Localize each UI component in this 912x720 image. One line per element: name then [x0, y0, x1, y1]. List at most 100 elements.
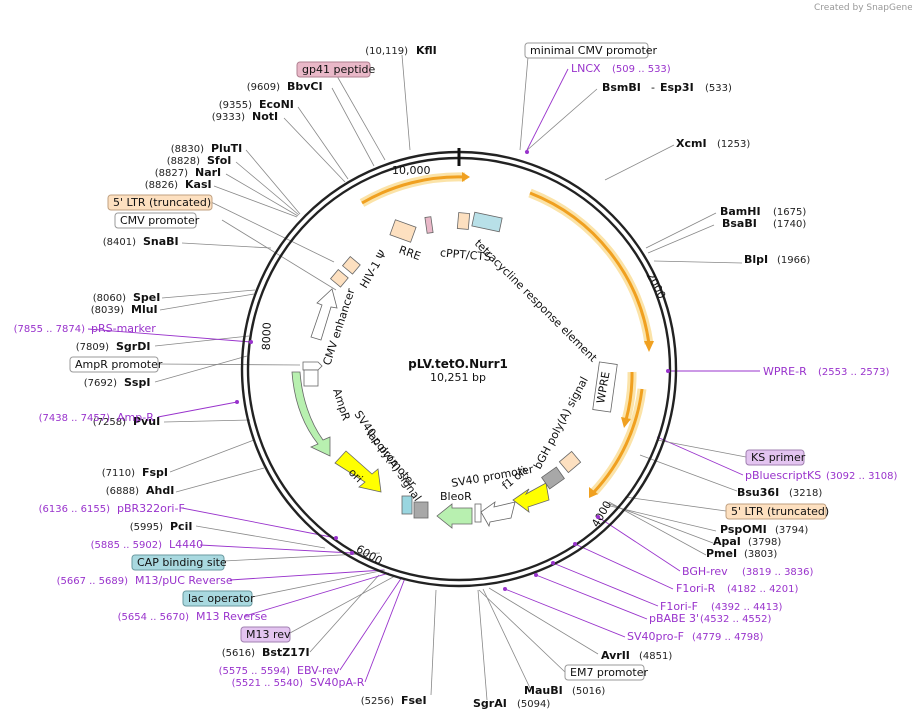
tick-label-2000: 2000 — [644, 270, 669, 301]
svg-text:(7258): (7258) — [93, 417, 126, 428]
site-labels-right: SgrAI(5094) MauBI (5016) AvrII(4851) PmeI… — [473, 81, 822, 710]
ampr-promoter-box — [303, 369, 319, 387]
svg-text:(1675): (1675) — [773, 207, 806, 218]
site-bamhi: BamHI(1675) — [720, 205, 806, 218]
svg-text:(8060): (8060) — [93, 293, 126, 304]
tre-box — [471, 211, 503, 233]
site-bsabi: BsaBI(1740) — [722, 217, 806, 230]
sv40-promoter-arrow — [480, 501, 516, 528]
rre-box — [389, 219, 417, 243]
rre-label: RRE — [397, 243, 422, 263]
svg-text:EcoNI: EcoNI — [259, 98, 294, 111]
site-sgrai: SgrAI(5094) — [473, 697, 550, 710]
ori-arrow — [334, 450, 382, 493]
svg-text:pBABE 3': pBABE 3' — [649, 612, 699, 625]
boxed-cap-site: CAP binding site — [137, 556, 227, 569]
svg-text:SgrAI: SgrAI — [473, 697, 507, 710]
svg-text:PspOMI: PspOMI — [720, 523, 767, 536]
primer-f1ori-r: F1ori-R(4182 .. 4201) — [676, 582, 799, 595]
svg-text:FseI: FseI — [401, 694, 427, 707]
svg-text:(8039): (8039) — [91, 305, 124, 316]
boxed-cmv-promoter: CMV promoter — [120, 214, 200, 227]
ltr-right-box — [558, 450, 582, 474]
tick-label-6000: 6000 — [354, 542, 385, 567]
svg-text:BbvCI: BbvCI — [287, 80, 323, 93]
site-snabi: (8401) SnaBI — [103, 235, 179, 248]
svg-text:(3794): (3794) — [775, 525, 808, 536]
svg-text:(5016): (5016) — [572, 686, 605, 697]
svg-text:ApaI: ApaI — [713, 535, 741, 548]
orange-arcs — [359, 172, 654, 498]
site-avrii: AvrII(4851) — [601, 649, 672, 662]
site-nari: (8827) NarI — [155, 166, 221, 179]
svg-text:-: - — [651, 81, 655, 94]
svg-text:XcmI: XcmI — [676, 137, 707, 150]
primer-bgh-rev: BGH-rev(3819 .. 3836) — [682, 565, 814, 578]
svg-text:MauBI: MauBI — [524, 684, 563, 697]
primer-lncx: LNCX(509 .. 533) — [571, 62, 671, 75]
svg-text:(8826): (8826) — [145, 180, 178, 191]
svg-text:F1ori-F: F1ori-F — [660, 600, 698, 613]
svg-text:(5616): (5616) — [222, 648, 255, 659]
svg-text:SpeI: SpeI — [133, 291, 160, 304]
primer-m13-puc-reverse: (5667 .. 5689) M13/pUC Reverse — [57, 574, 233, 587]
svg-text:SnaBI: SnaBI — [143, 235, 179, 248]
svg-text:(5256): (5256) — [361, 696, 394, 707]
site-mlui: (8039)MluI — [91, 303, 158, 316]
boxed-lac-operator: lac operator — [188, 592, 255, 605]
svg-text:PmeI: PmeI — [706, 547, 737, 560]
svg-text:PvuI: PvuI — [133, 415, 160, 428]
primer-pbluescriptks: pBluescriptKS(3092 .. 3108) — [745, 469, 898, 482]
svg-text:(3798): (3798) — [748, 537, 781, 548]
boxed-ampr-promoter: AmpR promoter — [75, 358, 163, 371]
svg-text:(8828): (8828) — [167, 156, 200, 167]
svg-text:pRS-marker: pRS-marker — [91, 322, 156, 335]
svg-text:(5885 .. 5902): (5885 .. 5902) — [91, 540, 163, 551]
site-kasi: (8826)KasI — [145, 178, 212, 191]
svg-text:(4532 .. 4552): (4532 .. 4552) — [700, 614, 772, 625]
svg-text:(5521 .. 5540): (5521 .. 5540) — [232, 678, 304, 689]
site-pcii: (5995)PciI — [130, 520, 193, 533]
svg-text:(5654 .. 5670): (5654 .. 5670) — [118, 612, 190, 623]
tick-label-10000: 10,000 — [392, 164, 431, 177]
site-pmei: PmeI(3803) — [706, 547, 777, 560]
svg-text:M13/pUC Reverse: M13/pUC Reverse — [135, 574, 233, 587]
site-noti: (9333)NotI — [212, 110, 278, 123]
plasmid-name: pLV.tetO.Nurr1 — [408, 357, 508, 371]
site-kfli: (10,119)KflI — [365, 44, 437, 57]
svg-text:(4182 .. 4201): (4182 .. 4201) — [727, 584, 799, 595]
svg-text:SspI: SspI — [124, 376, 150, 389]
svg-text:(5667 .. 5689): (5667 .. 5689) — [57, 576, 129, 587]
svg-text:(9355): (9355) — [219, 100, 252, 111]
svg-text:(7809): (7809) — [76, 342, 109, 353]
primer-amp-r: (7438 .. 7457)Amp-R — [39, 411, 155, 424]
boxed-5ltr-left: 5' LTR (truncated) — [113, 196, 211, 209]
svg-text:(8401): (8401) — [103, 237, 136, 248]
ltr-small-box — [329, 268, 349, 288]
primer-leaders — [87, 68, 760, 683]
svg-text:BGH-rev: BGH-rev — [682, 565, 728, 578]
site-fsei: (5256) FseI — [361, 694, 427, 707]
svg-text:(5995): (5995) — [130, 522, 163, 533]
site-bstz17i: (5616)BstZ17I — [222, 646, 310, 659]
feature-glyphs — [291, 211, 618, 529]
site-spei: (8060) SpeI — [93, 291, 161, 304]
svg-text:(8827): (8827) — [155, 168, 188, 179]
svg-text:Bsu36I: Bsu36I — [737, 486, 779, 499]
svg-text:SV40pA-R: SV40pA-R — [310, 676, 365, 689]
boxed-em7: EM7 promoter — [570, 666, 648, 679]
primer-pbr322ori-f: (6136 .. 6155)pBR322ori-F — [39, 502, 185, 515]
wpre-label: WPRE — [594, 371, 612, 405]
svg-text:NotI: NotI — [252, 110, 278, 123]
primer-pbabe3: pBABE 3'(4532 .. 4552) — [649, 612, 772, 625]
bleor-arrow — [436, 503, 473, 529]
primer-m13-reverse: (5654 .. 5670)M13 Reverse — [118, 610, 268, 623]
svg-text:(6888): (6888) — [106, 486, 139, 497]
svg-text:(509 .. 533): (509 .. 533) — [612, 64, 671, 75]
svg-text:NarI: NarI — [195, 166, 221, 179]
svg-text:SV40pro-F: SV40pro-F — [627, 630, 684, 643]
psi-box — [341, 255, 361, 275]
site-sgrdi: (7809)SgrDI — [76, 340, 151, 353]
svg-text:(2553 .. 2573): (2553 .. 2573) — [818, 367, 890, 378]
site-ahdi: (6888)AhdI — [106, 484, 175, 497]
